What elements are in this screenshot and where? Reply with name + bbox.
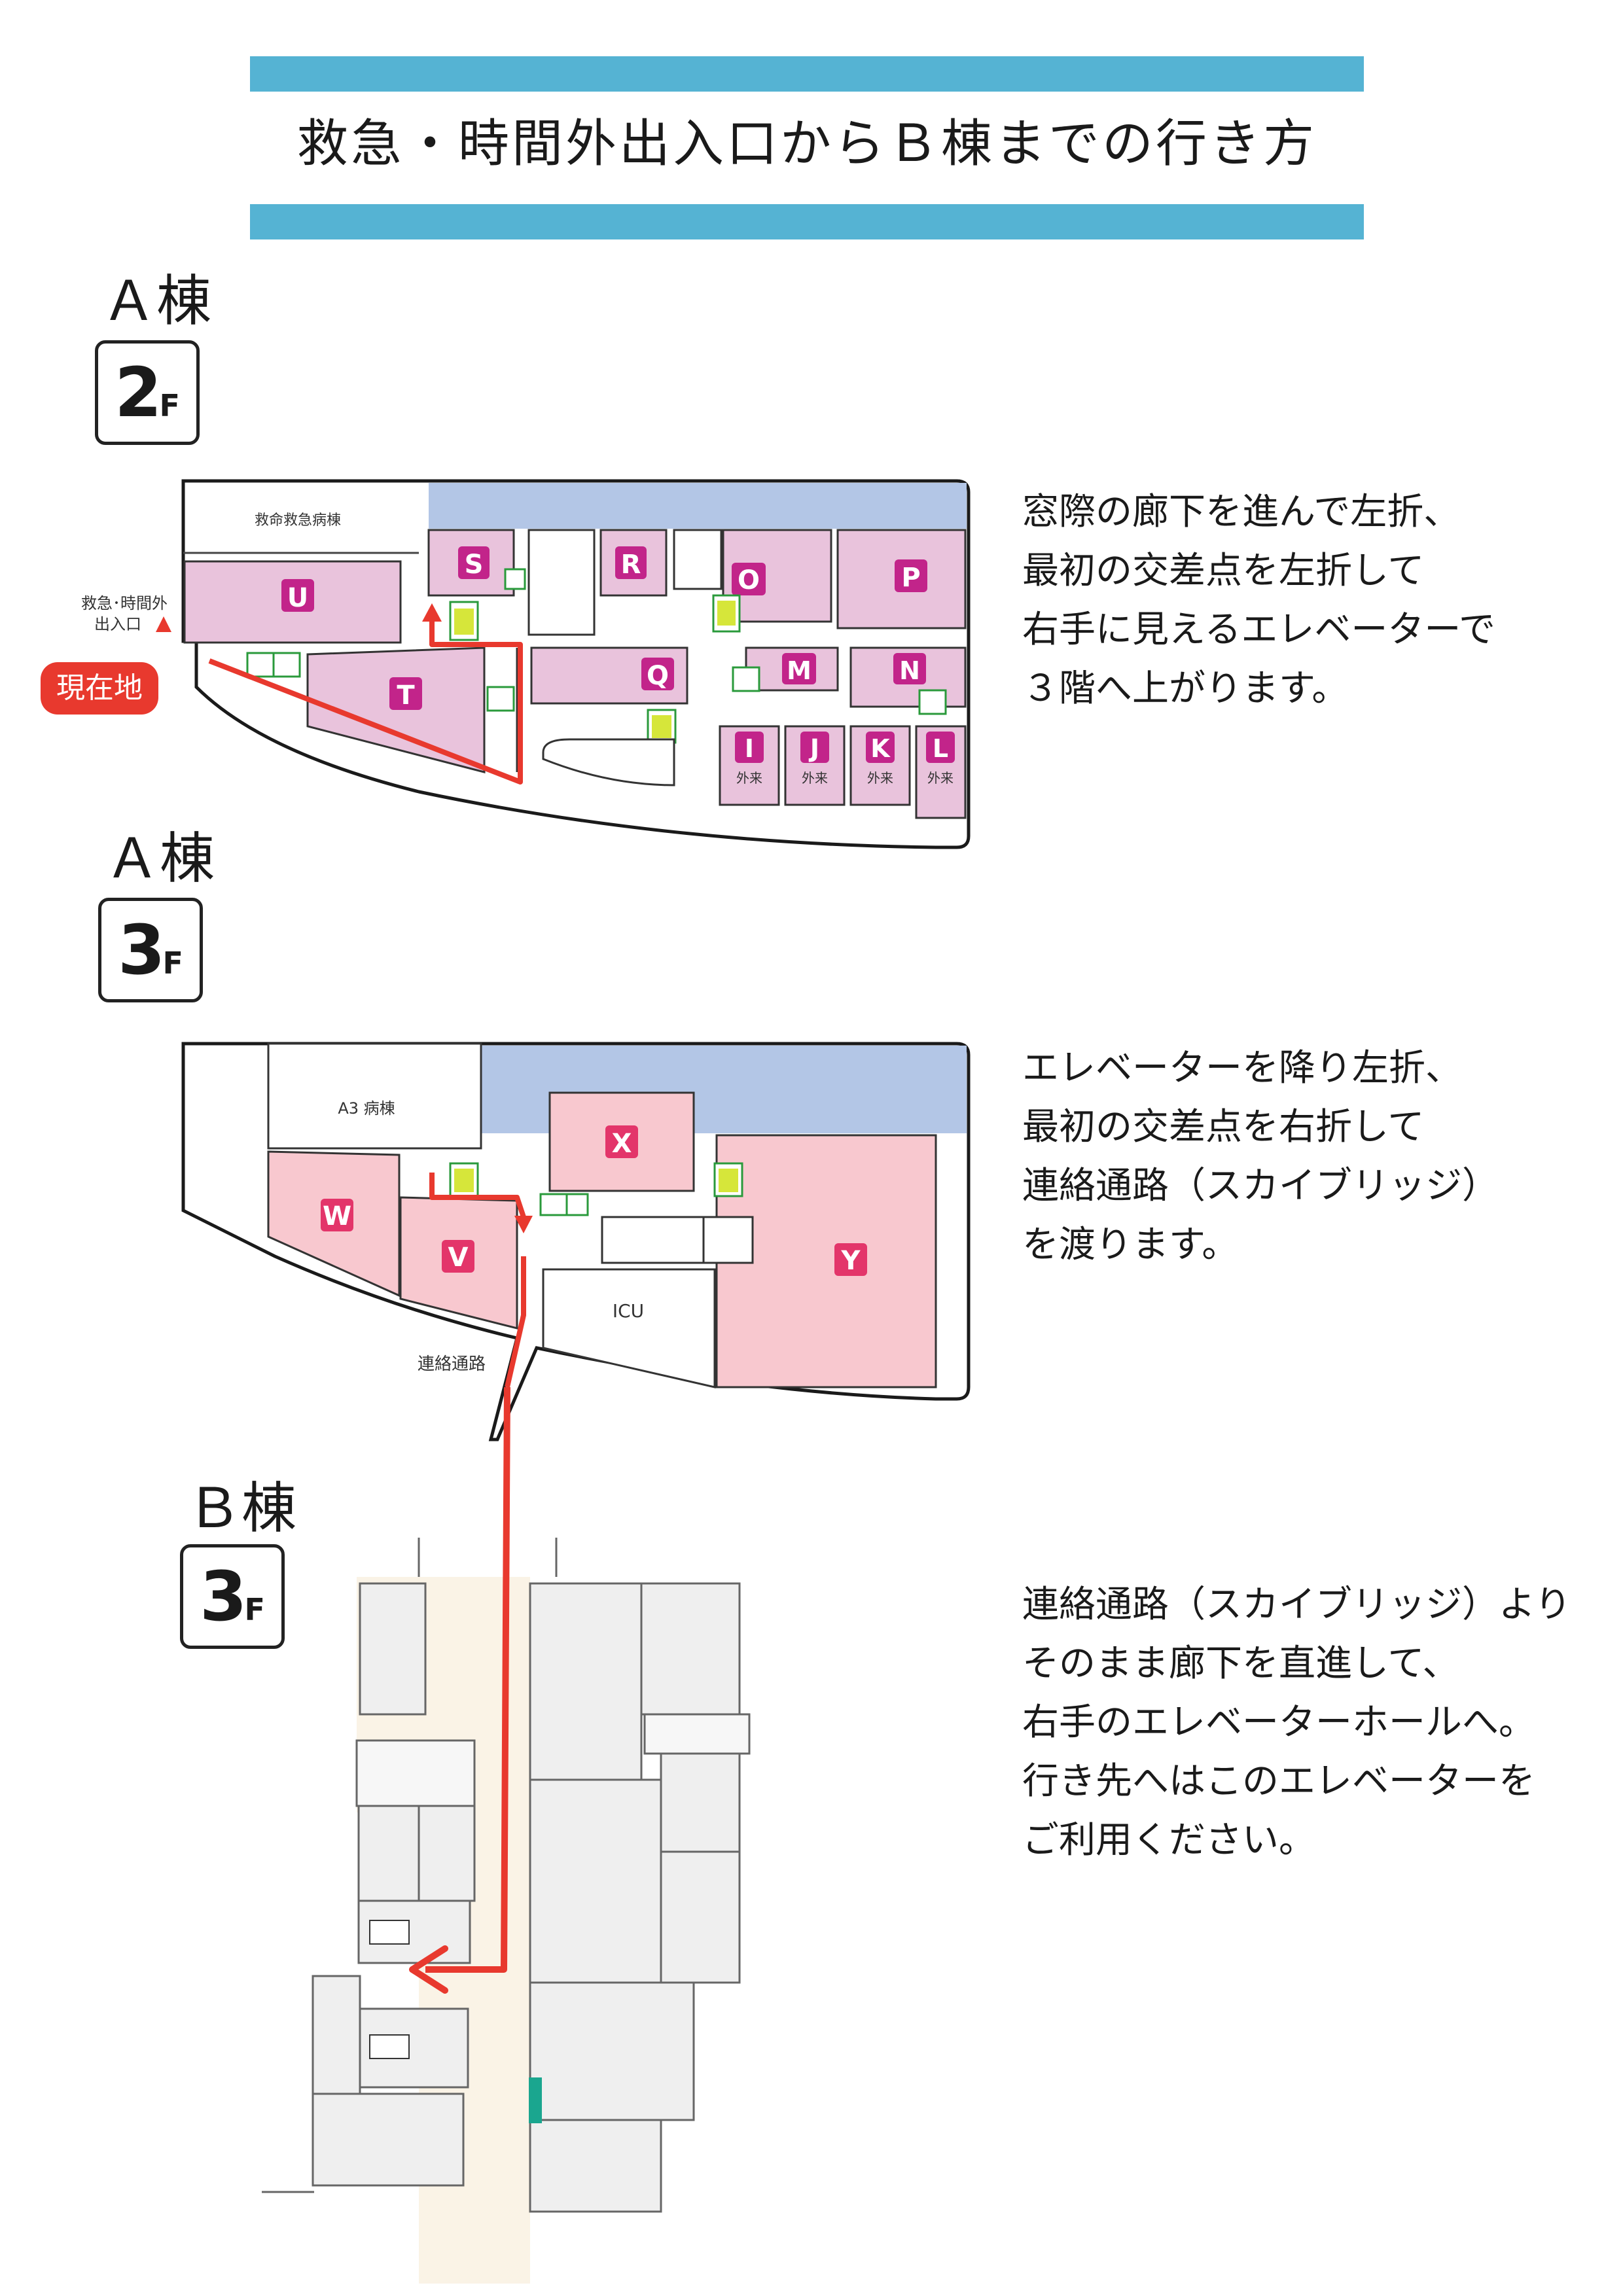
room-j: J [808,734,819,763]
restroom-icon [246,652,275,678]
floor-number: 2 [115,353,162,433]
instruction-line: 右手に見えるエレベーターで [1022,609,1495,651]
floor-badge-a-3f: 3F [98,898,203,1002]
route-arrow-icon [514,1216,533,1233]
header-bar-bottom [250,204,1364,239]
instruction-line: 連絡通路（スカイブリッジ） [1022,1165,1499,1207]
elevator-hall-icon [369,2034,410,2059]
route-path [429,1173,526,1218]
ward-label: A3 病棟 [338,1099,395,1118]
entrance-marker-icon [156,616,171,632]
accessible-icon [565,1193,589,1216]
instruction-line: エレベーターを降り左折、 [1022,1047,1462,1089]
outpatient-label: 外来 [802,770,828,786]
route-arrow-icon [422,603,442,622]
room-y: Y [841,1246,861,1276]
room-o: O [738,565,760,595]
instruction-line: 行き先へはこのエレベーターを [1022,1760,1535,1803]
instruction-line: を渡ります。 [1022,1224,1239,1266]
restroom-icon [539,1193,568,1216]
room-i: I [745,734,754,763]
window-area [429,483,967,529]
floor-number: 3 [200,1557,247,1636]
bridge-label: 連絡通路 [418,1354,486,1374]
room-u: U [287,583,308,613]
floor-map-a-3f: A3 病棟 X W V Y ICU 連絡通路 [181,1042,971,1441]
elevator-hall-icon [369,1920,410,1945]
outpatient-label: 外来 [736,770,762,786]
room-s: S [465,550,484,580]
restroom-icon [486,686,515,712]
building-label-a-2f: Ａ棟 [101,269,212,333]
outpatient-label: 外来 [927,770,954,786]
instruction-line: そのまま廊下を直進して、 [1022,1642,1459,1685]
room-l: L [933,734,948,763]
ward-label: 救命救急病棟 [255,512,341,529]
floor-map-b-3f [262,1387,751,2284]
entrance-label: 救急･時間外 [81,594,168,612]
floor-suffix: F [162,945,183,981]
building-label-a-3f: Ａ棟 [105,826,215,891]
route-path [208,618,523,785]
room-v: V [448,1243,469,1273]
floor-badge-b-3f: 3F [180,1544,285,1649]
room-t: T [397,680,415,711]
header-bar-top [250,56,1364,92]
room-k: K [870,734,891,763]
room-r: R [621,550,641,580]
room-m: M [787,656,812,685]
instruction-line: 窓際の廊下を進んで左折、 [1022,491,1461,533]
entrance-label: 出入口 [94,615,141,633]
restroom-icon [732,666,760,692]
current-location-badge [41,662,158,715]
floor-badge-a-2f: 2F [95,340,200,445]
instruction-line: ３階へ上がります。 [1022,667,1349,710]
room-w: W [323,1201,351,1231]
current-location-label: 現在地 [56,671,143,705]
floor-suffix: F [159,388,180,423]
route-path [425,1387,510,1973]
instructions-a-2f: 窓際の廊下を進んで左折、 最初の交差点を左折して 右手に見えるエレベーターで ３… [1022,483,1495,718]
room-x: X [612,1129,632,1159]
instructions-a-3f: エレベーターを降り左折、 最初の交差点を右折して 連絡通路（スカイブリッジ） を… [1022,1039,1499,1275]
floor-number: 3 [118,910,165,990]
plaza-outline [542,738,675,786]
instruction-line: 連絡通路（スカイブリッジ）より [1022,1583,1571,1626]
restroom-icon [272,652,301,678]
accessible-icon [504,568,526,590]
outpatient-rooms: I 外来 J 外来 K 外来 L 外来 [719,725,967,819]
room-p: P [901,563,920,593]
route-path [505,1256,526,1388]
icu-label: ICU [613,1300,644,1322]
room-n: N [899,656,920,685]
floor-suffix: F [244,1592,265,1627]
route-arrow-icon [409,1945,448,1994]
floor-map-a-2f: 救命救急病棟 救急･時間外 出入口 現在地 U T S R O P Q M N … [41,479,971,849]
instructions-b-3f: 連絡通路（スカイブリッジ）より そのまま廊下を直進して、 右手のエレベーターホー… [1022,1576,1571,1870]
building-label-b-3f: Ｂ棟 [187,1476,297,1540]
outpatient-label: 外来 [867,770,893,786]
instruction-line: 右手のエレベーターホールへ。 [1022,1701,1535,1744]
page-title: 救急・時間外出入口からＢ棟までの行き方 [296,115,1317,173]
instruction-line: ご利用ください。 [1022,1819,1315,1862]
instruction-line: 最初の交差点を左折して [1022,550,1425,592]
room-q: Q [647,661,669,691]
restroom-icon [918,689,947,715]
instruction-line: 最初の交差点を右折して [1022,1106,1425,1148]
